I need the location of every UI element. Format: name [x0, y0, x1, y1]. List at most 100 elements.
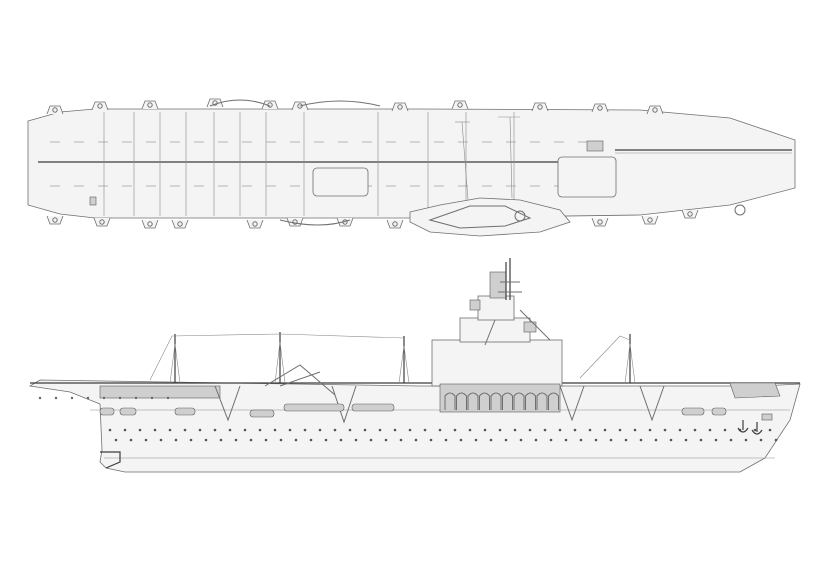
porthole [648, 428, 652, 432]
porthole [504, 438, 508, 442]
bow-fitting [734, 204, 746, 216]
porthole [333, 428, 337, 432]
porthole [384, 438, 388, 442]
porthole [108, 428, 112, 432]
gun-mount [652, 107, 658, 113]
anchor-icon [737, 420, 763, 435]
porthole [669, 438, 673, 442]
sponson-bulge-3 [559, 385, 585, 422]
gun-mount [397, 104, 403, 110]
gun-sponson [46, 215, 64, 225]
director-1 [469, 299, 481, 311]
porthole [753, 428, 757, 432]
porthole-rows [38, 396, 778, 442]
island-bridge [459, 317, 531, 343]
porthole [189, 438, 193, 442]
mast-stay [403, 345, 410, 384]
plan-view [27, 98, 796, 237]
deck-strut-4 [509, 116, 513, 199]
sponson-bulge-4 [639, 385, 665, 422]
porthole [123, 428, 127, 432]
hangar-arch [456, 392, 467, 410]
porthole [423, 428, 427, 432]
fore-lift [557, 156, 617, 198]
porthole [86, 396, 90, 400]
porthole [663, 428, 667, 432]
boat [119, 407, 137, 416]
porthole [378, 428, 382, 432]
gun-sponson [531, 102, 549, 112]
porthole [543, 428, 547, 432]
porthole [729, 438, 733, 442]
porthole [699, 438, 703, 442]
porthole [573, 428, 577, 432]
rigging-fore [579, 335, 631, 379]
porthole [444, 438, 448, 442]
porthole [134, 396, 138, 400]
bow-sponson [729, 382, 781, 399]
porthole [768, 428, 772, 432]
gun-sponson [171, 219, 189, 229]
porthole [166, 396, 170, 400]
hangar-arch [525, 392, 536, 410]
island-funnel-plan [514, 210, 526, 222]
gun-sponson [646, 105, 664, 115]
porthole [288, 428, 292, 432]
gun-sponson [591, 217, 609, 227]
boat [681, 407, 705, 416]
porthole [363, 428, 367, 432]
gun-mount [99, 219, 105, 225]
porthole [594, 438, 598, 442]
island-plan-detail [428, 205, 532, 229]
porthole [558, 428, 562, 432]
porthole [309, 438, 313, 442]
gun-mount [597, 219, 603, 225]
porthole [54, 396, 58, 400]
gun-sponson [261, 100, 279, 110]
porthole [483, 428, 487, 432]
porthole [219, 438, 223, 442]
gun-mount [597, 105, 603, 111]
porthole [618, 428, 622, 432]
mast-stay [279, 341, 286, 384]
mast-stay [624, 343, 631, 384]
gun-sponson [591, 103, 609, 113]
gun-mount [52, 217, 58, 223]
hangar-arch [490, 392, 502, 410]
porthole [399, 438, 403, 442]
gun-sponson [206, 98, 224, 108]
porthole [414, 438, 418, 442]
porthole [258, 428, 262, 432]
island-plan [409, 197, 571, 237]
porthole [693, 428, 697, 432]
porthole [118, 396, 122, 400]
porthole [723, 428, 727, 432]
porthole [393, 428, 397, 432]
mast-stay [629, 343, 636, 384]
gun-sponsons-starboard [46, 209, 699, 229]
flight-deck-outline [27, 108, 796, 219]
gun-mount [297, 103, 303, 109]
porthole [213, 428, 217, 432]
gun-mount [457, 102, 463, 108]
deck-strut-2 [461, 121, 469, 201]
gun-sponson [141, 219, 159, 229]
porthole [603, 428, 607, 432]
porthole [273, 428, 277, 432]
porthole [198, 428, 202, 432]
gallery-curve [209, 99, 271, 107]
aft-gallery-band [99, 385, 221, 399]
porthole [129, 438, 133, 442]
deck-hatch [586, 140, 604, 152]
porthole [102, 396, 106, 400]
porthole [759, 438, 763, 442]
gun-mount [252, 221, 258, 227]
porthole [564, 438, 568, 442]
sponson-bulge-2 [331, 385, 357, 424]
porthole [234, 438, 238, 442]
porthole [708, 428, 712, 432]
mast-stay [274, 341, 281, 384]
director-2 [523, 321, 537, 333]
gun-sponson [451, 100, 469, 110]
